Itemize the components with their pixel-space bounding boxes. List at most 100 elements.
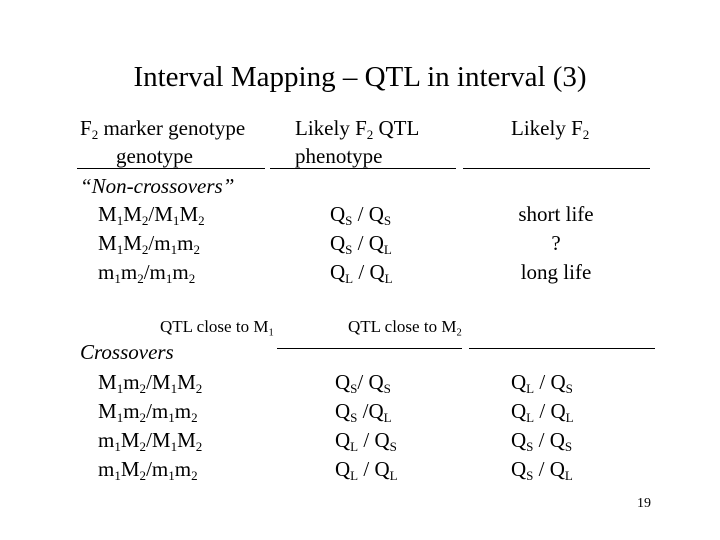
- q: /Q: [357, 399, 384, 423]
- q-sub: L: [383, 242, 392, 258]
- g: m: [174, 399, 192, 423]
- g-sub: 1: [168, 410, 175, 426]
- q: / Q: [352, 231, 384, 255]
- g: M: [98, 231, 117, 255]
- g-sub: 2: [139, 381, 147, 397]
- q-sub: L: [345, 271, 354, 287]
- header-underline-1: [77, 168, 265, 169]
- q-sub: L: [383, 410, 392, 426]
- g: M: [177, 370, 196, 394]
- genotype-cell: m1m2/m1m2: [98, 260, 196, 287]
- crossover-underline-1: [277, 348, 462, 349]
- g: m: [123, 370, 140, 394]
- header-sub: 2: [366, 127, 374, 143]
- q-sub: L: [565, 410, 574, 426]
- close-m2-cell: QL / QL: [511, 399, 574, 426]
- header-qtl-close-m1: QTL close to M1: [160, 318, 274, 338]
- page-number: 19: [637, 496, 651, 511]
- q-sub: S: [345, 213, 353, 229]
- phenotype-cell: long life: [520, 260, 592, 284]
- qtl-cell: QL / QL: [330, 262, 393, 287]
- g: /M: [148, 202, 173, 226]
- q: Q: [511, 370, 527, 394]
- q: / Q: [352, 202, 384, 226]
- slide-title: Interval Mapping – QTL in interval (3): [133, 61, 587, 93]
- qtl-cell: QS / QL: [330, 231, 392, 258]
- g-sub: 1: [114, 271, 121, 287]
- g: m: [98, 428, 115, 452]
- close-m2-cell: QS / QS: [511, 428, 572, 455]
- header-underline-2: [270, 168, 456, 169]
- g-sub: 2: [141, 213, 149, 229]
- genotype-cell: M1M2/m1m2: [98, 231, 200, 258]
- q: / Q: [534, 399, 566, 423]
- close-m1-cell: QS/ QS: [335, 370, 391, 397]
- header-text: QTL close to M: [348, 317, 457, 336]
- g-sub: 1: [165, 271, 173, 287]
- q-sub: S: [383, 381, 391, 397]
- g: m: [98, 457, 115, 481]
- q: Q: [511, 428, 527, 452]
- q: / Q: [533, 457, 565, 481]
- header-qtl-close-m2: QTL close to M2: [348, 317, 462, 339]
- q-sub: S: [345, 242, 353, 258]
- g: /M: [146, 370, 171, 394]
- header-likely-f2: Likely F2: [511, 118, 589, 142]
- g-sub: 2: [139, 468, 147, 484]
- g-sub: 2: [195, 439, 203, 455]
- g: m: [123, 399, 140, 423]
- q-sub: S: [383, 213, 392, 229]
- g-sub: 2: [198, 213, 205, 229]
- genotype-cell: M1M2/M1M2: [98, 202, 205, 229]
- header-sub: 2: [91, 127, 99, 143]
- g-sub: 2: [193, 242, 200, 258]
- q: Q: [330, 202, 346, 226]
- non-crossovers-label: “Non-crossovers”: [80, 174, 235, 198]
- g-sub: 2: [191, 410, 198, 426]
- g: M: [98, 370, 117, 394]
- g-sub: 2: [188, 271, 196, 287]
- q-sub: S: [389, 439, 397, 455]
- q: Q: [335, 399, 351, 423]
- header-phenotype-line2: phenotype: [295, 144, 383, 168]
- q: Q: [335, 370, 351, 394]
- g: m: [172, 260, 189, 284]
- genotype-cell: M1m2/m1m2: [98, 399, 198, 426]
- g-sub: 1: [116, 381, 124, 397]
- g: /m: [143, 260, 166, 284]
- header-genotype-line2: genotype: [116, 144, 193, 168]
- header-text: F: [80, 116, 92, 140]
- close-m1-cell: QL / QL: [335, 457, 398, 484]
- header-underline-3: [463, 168, 650, 169]
- g: M: [98, 399, 117, 423]
- q-sub: S: [350, 410, 358, 426]
- g-sub: 1: [168, 468, 175, 484]
- header-sub: 2: [456, 327, 462, 339]
- g-sub: 2: [191, 468, 198, 484]
- g: M: [120, 457, 140, 481]
- q: / Q: [534, 370, 566, 394]
- g-sub: 1: [114, 468, 121, 484]
- g: m: [174, 457, 192, 481]
- q-sub: L: [526, 381, 535, 397]
- q-sub: L: [350, 468, 359, 484]
- q: / Q: [358, 428, 390, 452]
- g: /m: [146, 457, 169, 481]
- q: / Q: [358, 457, 390, 481]
- phenotype-cell: ?: [551, 231, 561, 255]
- q-sub: S: [526, 439, 534, 455]
- g-sub: 2: [139, 410, 147, 426]
- q: / Q: [357, 370, 384, 394]
- g: m: [120, 260, 138, 284]
- g-sub: 2: [195, 381, 203, 397]
- crossovers-label: Crossovers: [80, 340, 174, 364]
- close-m2-cell: QL / QS: [511, 370, 573, 397]
- g: M: [123, 202, 142, 226]
- g: /m: [148, 231, 171, 255]
- qtl-cell: QS / QS: [330, 202, 392, 229]
- g-sub: 2: [137, 271, 144, 287]
- q: Q: [330, 231, 346, 255]
- g-sub: 1: [170, 242, 178, 258]
- phenotype-cell: short life: [518, 202, 594, 226]
- q: Q: [335, 457, 351, 481]
